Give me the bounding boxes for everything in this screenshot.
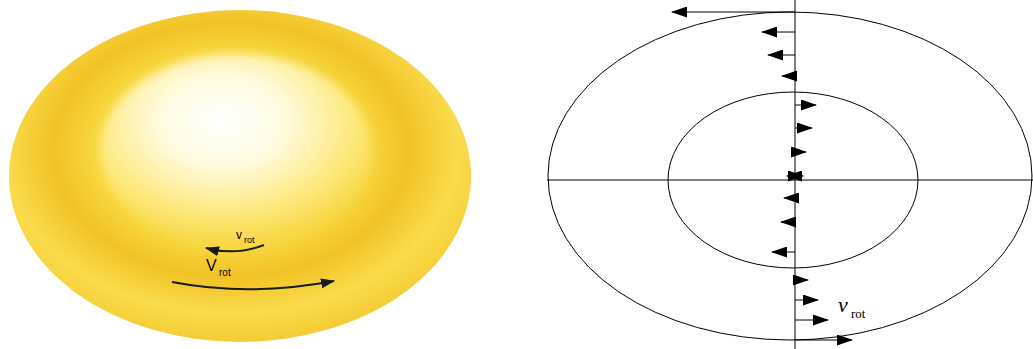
velocity-arrow [795, 176, 803, 177]
velocity-subscript: rot [244, 236, 255, 245]
velocity-arrow [795, 300, 818, 301]
velocity-arrow [795, 152, 806, 153]
velocity-arrow [768, 55, 795, 56]
velocity-arrow [772, 252, 795, 253]
velocity-symbol: v [236, 229, 242, 241]
velocity-profile [547, 0, 1033, 349]
velocity-symbol: v [838, 294, 848, 316]
horizontal-axis [547, 180, 1033, 181]
outer-ellipse [548, 12, 1032, 340]
velocity-arrow [795, 340, 852, 341]
outer-rotation-arrow [172, 281, 334, 289]
velocity-arrow [795, 280, 808, 281]
outer-body [9, 10, 471, 342]
inner-rotation-arrow [206, 245, 264, 251]
velocity-arrow [795, 105, 816, 106]
velocity-arrow [782, 76, 795, 77]
velocity-arrow [795, 128, 812, 129]
velocity-arrow [784, 198, 795, 199]
velocity-arrow [795, 320, 828, 321]
velocity-symbol: V [206, 258, 217, 274]
vertical-axis [795, 0, 796, 349]
velocity-arrow [787, 176, 795, 177]
velocity-arrow [781, 222, 795, 223]
velocity-arrows [672, 12, 852, 340]
velocity-arrow [672, 12, 795, 13]
velocity-subscript: rot [851, 307, 865, 320]
velocity-subscript: rot [219, 268, 231, 278]
inner-core [100, 54, 372, 246]
velocity-arrow [762, 32, 795, 33]
rotating-ellipsoid [9, 10, 471, 342]
